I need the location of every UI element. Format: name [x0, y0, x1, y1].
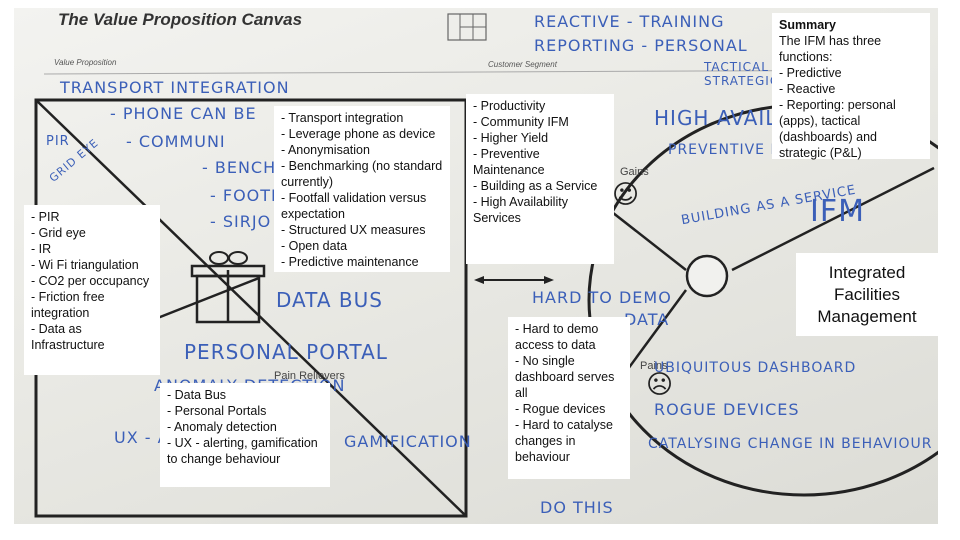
handwriting-strategic: STRATEGIC — [704, 74, 780, 88]
gains-label: Gains — [620, 166, 649, 178]
handwriting-communi: - COMMUNI — [126, 132, 226, 151]
handwriting-personal-portal: PERSONAL PORTAL — [184, 340, 388, 364]
pain-relievers-note: - Data Bus - Personal Portals - Anomaly … — [160, 383, 330, 487]
customer-face — [685, 254, 729, 298]
list-item: - CO2 per occupancy — [31, 274, 150, 288]
handwriting-high-avail: HIGH AVAIL — [654, 106, 778, 130]
list-item: - Data as Infrastructure — [31, 322, 105, 352]
handwriting-gamification: GAMIFICATION — [344, 432, 472, 451]
handwriting-dashboard: UBIQUITOUS DASHBOARD — [654, 360, 857, 376]
handwriting-transport: TRANSPORT INTEGRATION — [60, 78, 290, 97]
list-item: - Footfall validation versus expectation — [281, 191, 427, 221]
handwriting-reactive: REACTIVE - TRAINING — [534, 12, 725, 31]
list-item: - No single dashboard serves all — [515, 354, 615, 400]
handwriting-sirjo: - SIRJO — [210, 212, 272, 231]
gains-note: - Productivity - Community IFM - Higher … — [466, 94, 614, 264]
list-item: - Anonymisation — [281, 143, 370, 157]
list-item: - High Availability Services — [473, 195, 568, 225]
list-item: - Predictive maintenance — [281, 255, 419, 269]
summary-line: The IFM has three functions: — [779, 34, 882, 64]
handwriting-bench: - BENCH — [202, 158, 277, 177]
list-item: - Wi Fi triangulation — [31, 258, 139, 272]
summary-title: Summary — [779, 18, 836, 32]
list-item: - Hard to demo access to data — [515, 322, 599, 352]
summary-line: - Reporting: personal (apps), tactical (… — [779, 98, 896, 160]
handwriting-catalysing: CATALYSING CHANGE IN BEHAVIOUR — [648, 436, 933, 452]
handwriting-footf: - FOOTF — [210, 186, 282, 205]
products-note: - PIR - Grid eye - IR - Wi Fi triangulat… — [24, 205, 160, 375]
gain-creators-note: - Transport integration - Leverage phone… — [274, 106, 450, 272]
list-item: - Community IFM — [473, 115, 569, 129]
list-item: - Personal Portals — [167, 404, 267, 418]
ifm-box: Integrated Facilities Management — [796, 253, 938, 336]
list-item: - PIR — [31, 210, 60, 224]
list-item: - Preventive Maintenance — [473, 147, 545, 177]
handwriting-pir: PIR — [46, 134, 70, 149]
summary-line: - Predictive — [779, 66, 842, 80]
summary-line: - Reactive — [779, 82, 836, 96]
list-item: - Structured UX measures — [281, 223, 426, 237]
list-item: - Leverage phone as device — [281, 127, 436, 141]
pain-relievers-label: Pain Relievers — [274, 370, 345, 382]
value-proposition-label: Value Proposition — [54, 58, 117, 67]
list-item: - Benchmarking (no standard currently) — [281, 159, 443, 189]
handwriting-data-bus: DATA BUS — [276, 288, 383, 312]
handwriting-tactical: TACTICAL — [704, 60, 769, 74]
square-diagonal — [35, 99, 467, 517]
handwriting-phone: - PHONE CAN BE — [110, 104, 257, 123]
list-item: - Open data — [281, 239, 348, 253]
list-item: - Rogue devices — [515, 402, 606, 416]
handwriting-hard-demo: HARD TO DEMO — [532, 288, 672, 307]
list-item: - Hard to catalyse changes in behaviour — [515, 418, 613, 464]
list-item: - Grid eye — [31, 226, 86, 240]
customer-segment-label: Customer Segment — [488, 60, 557, 69]
pains-note: - Hard to demo access to data - No singl… — [508, 317, 630, 479]
handwriting-do-this: DO THIS — [540, 498, 614, 517]
list-item: - IR — [31, 242, 52, 256]
list-item: - Higher Yield — [473, 131, 549, 145]
list-item: - UX - alerting, gamification to change … — [167, 436, 318, 466]
list-item: - Productivity — [473, 99, 546, 113]
pains-label: Pains — [640, 360, 668, 372]
list-item: - Data Bus — [167, 388, 227, 402]
happy-face-icon: ☺ — [612, 180, 640, 210]
list-item: - Building as a Service — [473, 179, 598, 193]
list-item: - Friction free integration — [31, 290, 105, 320]
ifm-box-text: Integrated Facilities Management — [817, 262, 917, 326]
handwriting-reporting: REPORTING - PERSONAL — [534, 36, 748, 55]
handwriting-data: DATA — [624, 310, 670, 329]
canvas-title: The Value Proposition Canvas — [58, 10, 303, 29]
list-item: - Transport integration — [281, 111, 404, 125]
circle-divider-right — [731, 166, 935, 272]
handwriting-ifm: IFM — [810, 194, 865, 229]
handwriting-rogue: ROGUE DEVICES — [654, 400, 800, 419]
sad-face-icon: ☹ — [646, 370, 674, 400]
summary-note: Summary The IFM has three functions: - P… — [772, 13, 930, 160]
list-item: - Anomaly detection — [167, 420, 277, 434]
